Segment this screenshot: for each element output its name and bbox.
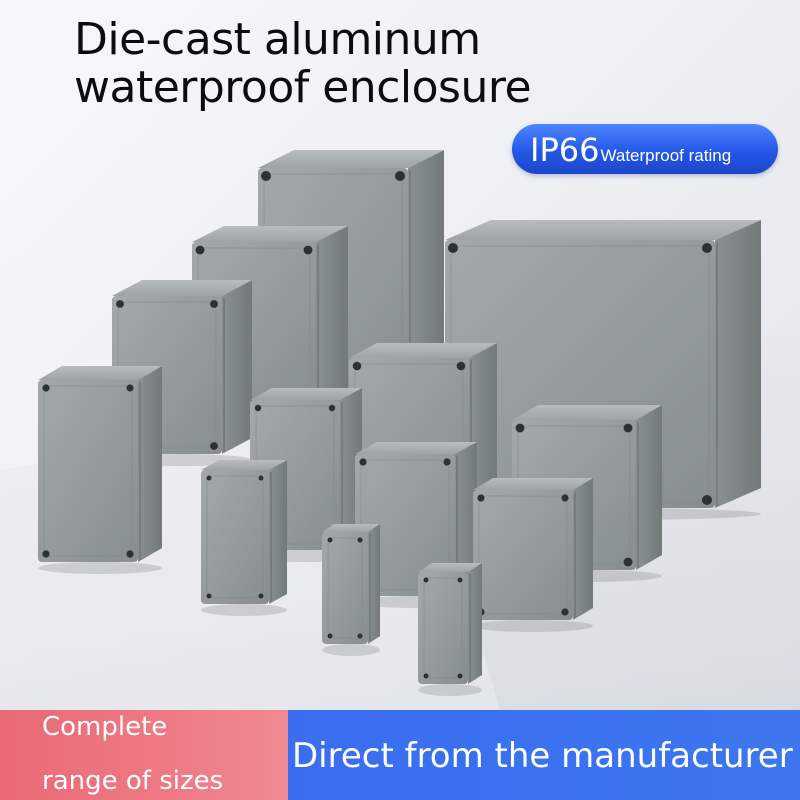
enclosure-box bbox=[38, 366, 162, 574]
sizes-text-line-1: Complete bbox=[42, 712, 168, 742]
manufacturer-text: Direct from the manufacturer bbox=[292, 736, 793, 776]
manufacturer-banner bbox=[288, 710, 800, 800]
sizes-banner bbox=[0, 710, 288, 800]
rating-label: Waterproof rating bbox=[600, 146, 732, 165]
headline-line-2: waterproof enclosure bbox=[74, 62, 532, 113]
headline-line-1: Die-cast aluminum bbox=[74, 14, 481, 65]
enclosure-box bbox=[201, 460, 287, 616]
rating-code: IP66 bbox=[530, 131, 600, 169]
enclosure-box bbox=[473, 478, 593, 632]
waterproof-rating-badge: IP66 Waterproof rating bbox=[512, 124, 778, 174]
sizes-text-line-2: range of sizes bbox=[42, 766, 224, 796]
enclosure-box bbox=[418, 563, 482, 696]
enclosure-box bbox=[322, 524, 380, 656]
